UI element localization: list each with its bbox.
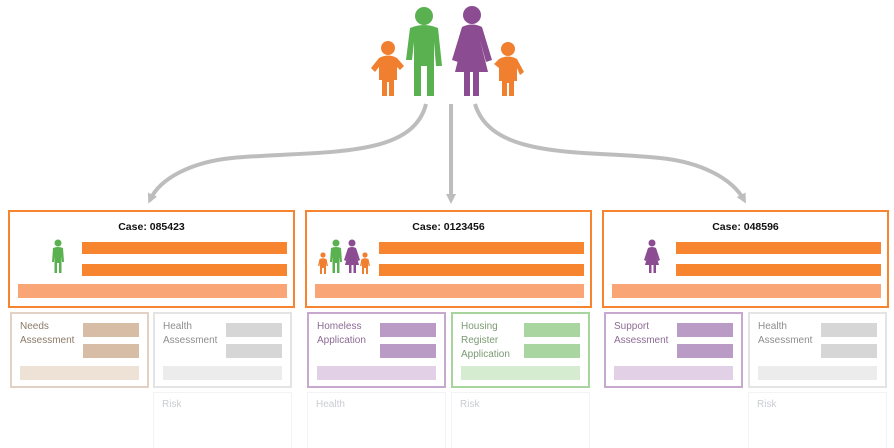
faded-card-label: Risk [460, 399, 480, 410]
case-bar [82, 264, 287, 276]
subcard-bar [524, 323, 580, 337]
subcard-bar [614, 366, 733, 380]
case-bar [82, 242, 287, 254]
faded-card-label: Health [316, 399, 345, 410]
subcard-bar [821, 344, 877, 358]
subcard-health-assessment-2[interactable]: Health Assessment [748, 312, 887, 388]
subcard-bar [758, 366, 877, 380]
subcard-bar [380, 323, 436, 337]
family-small-icon [318, 239, 370, 274]
subcard-label: Housing Register Application [461, 321, 510, 360]
case-card-085423[interactable]: Case: 085423 [8, 210, 295, 308]
subcard-label: Health Assessment [758, 321, 813, 346]
subcard-label: Support Assessment [614, 321, 669, 346]
case-bar [676, 242, 881, 254]
subcard-bar [226, 323, 282, 337]
subcard-bar [226, 344, 282, 358]
subcard-bar [380, 344, 436, 358]
subcard-health-assessment[interactable]: Health Assessment [153, 312, 292, 388]
family-icon [371, 6, 524, 96]
subcard-bar [20, 366, 139, 380]
faded-card-risk-3: Risk [748, 392, 887, 448]
arrow-to-case-right [473, 103, 746, 204]
arrow-to-case-left [147, 103, 428, 204]
faded-card-label: Risk [162, 399, 182, 410]
case-summary-bar [315, 284, 584, 298]
case-title: Case: 048596 [712, 221, 779, 233]
subcard-label: Needs Assessment [20, 321, 75, 346]
faded-card-health: Health [307, 392, 446, 448]
subcard-support-assessment[interactable]: Support Assessment [604, 312, 743, 388]
subcard-bar [461, 366, 580, 380]
person-icon [52, 239, 64, 273]
case-title: Case: 0123456 [412, 221, 485, 233]
case-bar [379, 264, 584, 276]
faded-card-label: Risk [757, 399, 777, 410]
faded-card-risk-2: Risk [451, 392, 590, 448]
subcard-bar [83, 323, 139, 337]
subcard-bar [83, 344, 139, 358]
case-card-0123456[interactable]: Case: 0123456 [305, 210, 592, 308]
case-bar [379, 242, 584, 254]
case-summary-bar [18, 284, 287, 298]
subcard-bar [524, 344, 580, 358]
subcard-label: Health Assessment [163, 321, 218, 346]
case-bar [676, 264, 881, 276]
subcard-label: Homeless Application [317, 321, 366, 346]
subcard-bar [163, 366, 282, 380]
faded-card-risk: Risk [153, 392, 292, 448]
subcard-bar [677, 344, 733, 358]
subcard-bar [317, 366, 436, 380]
subcard-bar [677, 323, 733, 337]
subcard-housing-register-application[interactable]: Housing Register Application [451, 312, 590, 388]
case-card-048596[interactable]: Case: 048596 [602, 210, 889, 308]
case-title: Case: 085423 [118, 221, 185, 233]
case-summary-bar [612, 284, 881, 298]
person-icon [644, 239, 660, 273]
subcard-needs-assessment[interactable]: Needs Assessment [10, 312, 149, 388]
subcard-bar [821, 323, 877, 337]
subcard-homeless-application[interactable]: Homeless Application [307, 312, 446, 388]
